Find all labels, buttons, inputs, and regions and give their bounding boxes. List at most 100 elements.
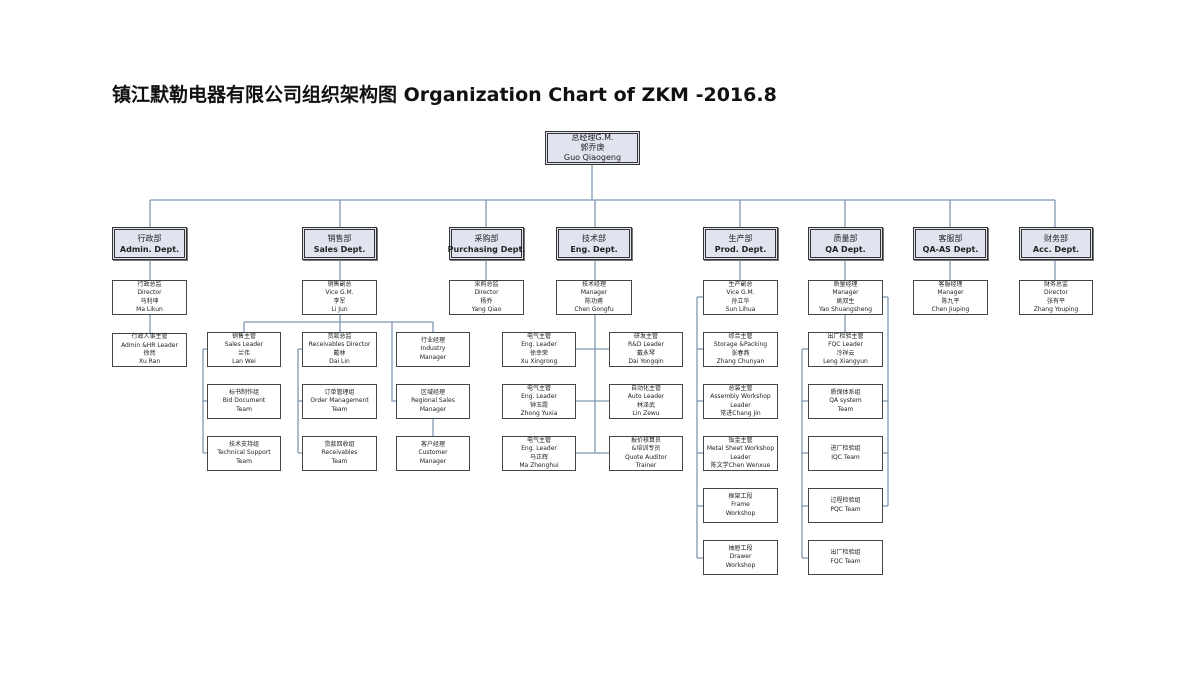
box-text-line: Leader bbox=[730, 453, 751, 461]
box-text-line: Lan Wei bbox=[232, 357, 256, 365]
box-text-line: Team bbox=[331, 457, 348, 465]
box-text-line: 生产副总 bbox=[728, 280, 753, 288]
box-text-line: Manager bbox=[419, 353, 447, 361]
box-text-line: Chen Jiuping bbox=[931, 305, 970, 313]
box-text-line: Metal Sheet Workshop bbox=[706, 445, 775, 453]
box-text-line: Xu Ran bbox=[138, 358, 161, 366]
box-text-line: 报价核算员 bbox=[630, 436, 661, 444]
box-text-line: Dai Yongqin bbox=[628, 357, 664, 365]
box-text-line: 行政部 bbox=[137, 233, 162, 243]
box-text-line: Industry bbox=[420, 345, 446, 353]
box-text-line: &培训专员 bbox=[631, 445, 661, 453]
box-text-line: Auto Leader bbox=[627, 393, 665, 401]
box-text-line: Manager bbox=[937, 289, 964, 297]
box-text-line: 孙立华 bbox=[731, 297, 750, 305]
box-text-line: Eng. Leader bbox=[521, 341, 557, 349]
box-text-line: 客户经理 bbox=[420, 440, 445, 448]
box-text-line: Ma Zhenghui bbox=[519, 461, 559, 469]
box-text-line: 张有平 bbox=[1046, 297, 1065, 305]
box-text-line: Manager bbox=[419, 457, 447, 465]
box-text-line: FQC Team bbox=[830, 557, 861, 565]
box-text-line: FQC Leader bbox=[828, 341, 863, 349]
box-text-line: 陈文学Chen Wenxue bbox=[710, 461, 771, 469]
box-text-line: Leader bbox=[730, 401, 751, 409]
prod-connectors bbox=[696, 296, 703, 559]
box-text-line: Director bbox=[137, 289, 162, 297]
box-text-line: 货款总监 bbox=[327, 332, 352, 340]
dept-connectors bbox=[149, 260, 1056, 280]
box-text-line: 电气主管 bbox=[526, 384, 551, 392]
box-text-line: Acc. Dept. bbox=[1032, 244, 1080, 254]
box-text-line: Eng. Dept. bbox=[570, 244, 618, 254]
box-text-line: Sales Leader bbox=[224, 341, 264, 349]
box-text-line: 陈功甫 bbox=[584, 297, 603, 305]
box-text-line: Xu Xingrong bbox=[520, 357, 558, 365]
box-text-line: Zhang Chunyan bbox=[716, 357, 765, 365]
box-text-line: Manager bbox=[580, 289, 608, 297]
box-text-line: 框架工段 bbox=[728, 492, 753, 500]
gm-connector bbox=[149, 165, 1056, 227]
box-text-line: 郭乔庚 bbox=[580, 143, 605, 152]
box-text-line: Li Jun bbox=[331, 305, 348, 313]
box-text-line: QA-AS Dept. bbox=[922, 244, 979, 254]
box-text-line: 技术支持组 bbox=[228, 440, 259, 448]
box-text-line: Regional Sales bbox=[411, 397, 455, 405]
box-text-line: Admin &HR Leader bbox=[121, 341, 178, 349]
box-text-line: Ma Likun bbox=[136, 305, 163, 313]
box-text-line: 客服经理 bbox=[938, 280, 963, 288]
box-text-line: 出厂检验主管 bbox=[827, 332, 864, 340]
box-text-line: 区域经理 bbox=[420, 388, 445, 396]
box-text-line: Vice G.M. bbox=[726, 289, 755, 297]
box-text-line: Team bbox=[236, 457, 252, 465]
chart-title: 镇江默勒电器有限公司组织架构图 Organization Chart of ZK… bbox=[112, 84, 777, 106]
box-text-line: 标书制作组 bbox=[228, 388, 259, 396]
box-text-line: 张春燕 bbox=[731, 349, 750, 357]
box-text-line: Zhong Yuxia bbox=[520, 409, 558, 417]
box-text-line: Drawer bbox=[729, 553, 752, 561]
box-text-line: Workshop bbox=[725, 561, 756, 569]
box-text-line: Technical Support bbox=[217, 449, 271, 457]
box-text-line: 研发主管 bbox=[633, 332, 658, 340]
box-text-line: 钟玉霞 bbox=[529, 401, 548, 409]
box-text-line: 综合主管 bbox=[728, 332, 753, 340]
box-text-line: Team bbox=[236, 405, 252, 413]
box-text-line: Manager bbox=[832, 289, 859, 297]
box-text-line: 杨乔 bbox=[480, 297, 493, 305]
qa-connectors bbox=[801, 296, 889, 559]
box-text-line: QA system bbox=[829, 397, 862, 405]
box-text-line: 销售主管 bbox=[231, 332, 256, 340]
box-text-line: Frame bbox=[731, 501, 750, 509]
box-text-line: 电气主管 bbox=[526, 436, 551, 444]
box-text-line: Order Management bbox=[310, 397, 369, 405]
box-text-line: Customer bbox=[418, 449, 448, 457]
box-text-line: 生产部 bbox=[728, 233, 753, 243]
box-text-line: Sun Lihua bbox=[725, 305, 756, 313]
box-text-line: Director bbox=[1043, 289, 1069, 297]
box-text-line: Assembly Workshop bbox=[710, 393, 771, 401]
box-text-line: 陈九平 bbox=[941, 297, 960, 305]
box-text-line: Bid Document bbox=[222, 397, 266, 405]
box-text-line: Director bbox=[474, 289, 499, 297]
box-text-line: Prod. Dept. bbox=[714, 244, 767, 254]
box-text-line: 销售副总 bbox=[327, 280, 352, 288]
box-text-line: 戴永琴 bbox=[636, 349, 655, 357]
